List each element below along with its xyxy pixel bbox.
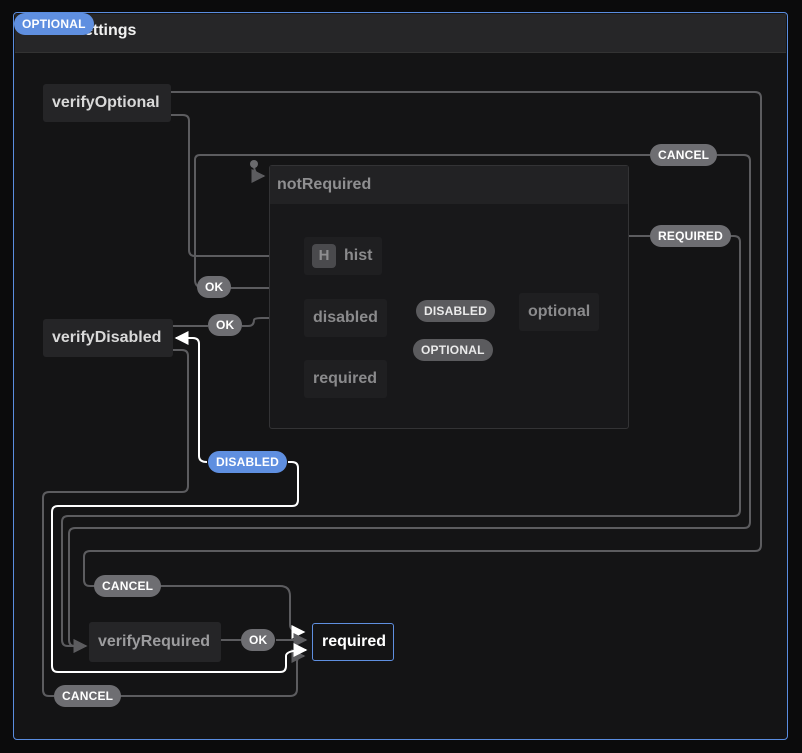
history-icon: H — [312, 244, 336, 268]
event-disabled-active[interactable]: DISABLED — [208, 451, 287, 473]
state-disabled[interactable]: disabled — [304, 299, 387, 337]
state-inner-required[interactable]: required — [304, 360, 387, 398]
event-ok-verify-required[interactable]: OK — [241, 629, 276, 651]
event-cancel-top[interactable]: CANCEL — [650, 144, 718, 166]
edge-verifydisabled-cancel — [42, 349, 189, 697]
event-cancel-bottom[interactable]: CANCEL — [54, 685, 122, 707]
event-cancel-mid[interactable]: CANCEL — [94, 575, 162, 597]
state-required-active[interactable]: required — [312, 623, 394, 661]
edge-required-right — [61, 235, 741, 653]
machine-header — [15, 14, 786, 53]
state-verify-disabled[interactable]: verifyDisabled — [43, 319, 173, 357]
edge-cancel-top-right — [68, 154, 751, 653]
state-verify-required[interactable]: verifyRequired — [89, 622, 221, 662]
edge-active-disabled — [176, 337, 208, 463]
initial-dot-notrequired — [250, 160, 258, 168]
edge-verifyoptional-cancel — [83, 91, 762, 639]
state-verify-optional[interactable]: verifyOptional — [43, 84, 171, 122]
state-not-required-title: notRequired — [277, 176, 372, 193]
edge-ok-disabled — [242, 311, 302, 327]
edge-verifyoptional-hist — [171, 114, 303, 263]
state-optional[interactable]: optional — [519, 293, 599, 331]
machine-status-badge: OPTIONAL — [14, 13, 94, 35]
edge-active-disabled-out — [51, 461, 308, 673]
event-ok-verify-disabled[interactable]: OK — [208, 314, 243, 336]
edge-cancel-bottom-required — [120, 649, 306, 697]
event-required[interactable]: REQUIRED — [650, 225, 731, 247]
event-optional-inner[interactable]: OPTIONAL — [413, 339, 493, 361]
state-hist[interactable]: hist — [304, 237, 382, 275]
event-ok-verify-optional[interactable]: OK — [197, 276, 232, 298]
state-not-required-header — [270, 166, 628, 204]
event-disabled-inner[interactable]: DISABLED — [416, 300, 495, 322]
